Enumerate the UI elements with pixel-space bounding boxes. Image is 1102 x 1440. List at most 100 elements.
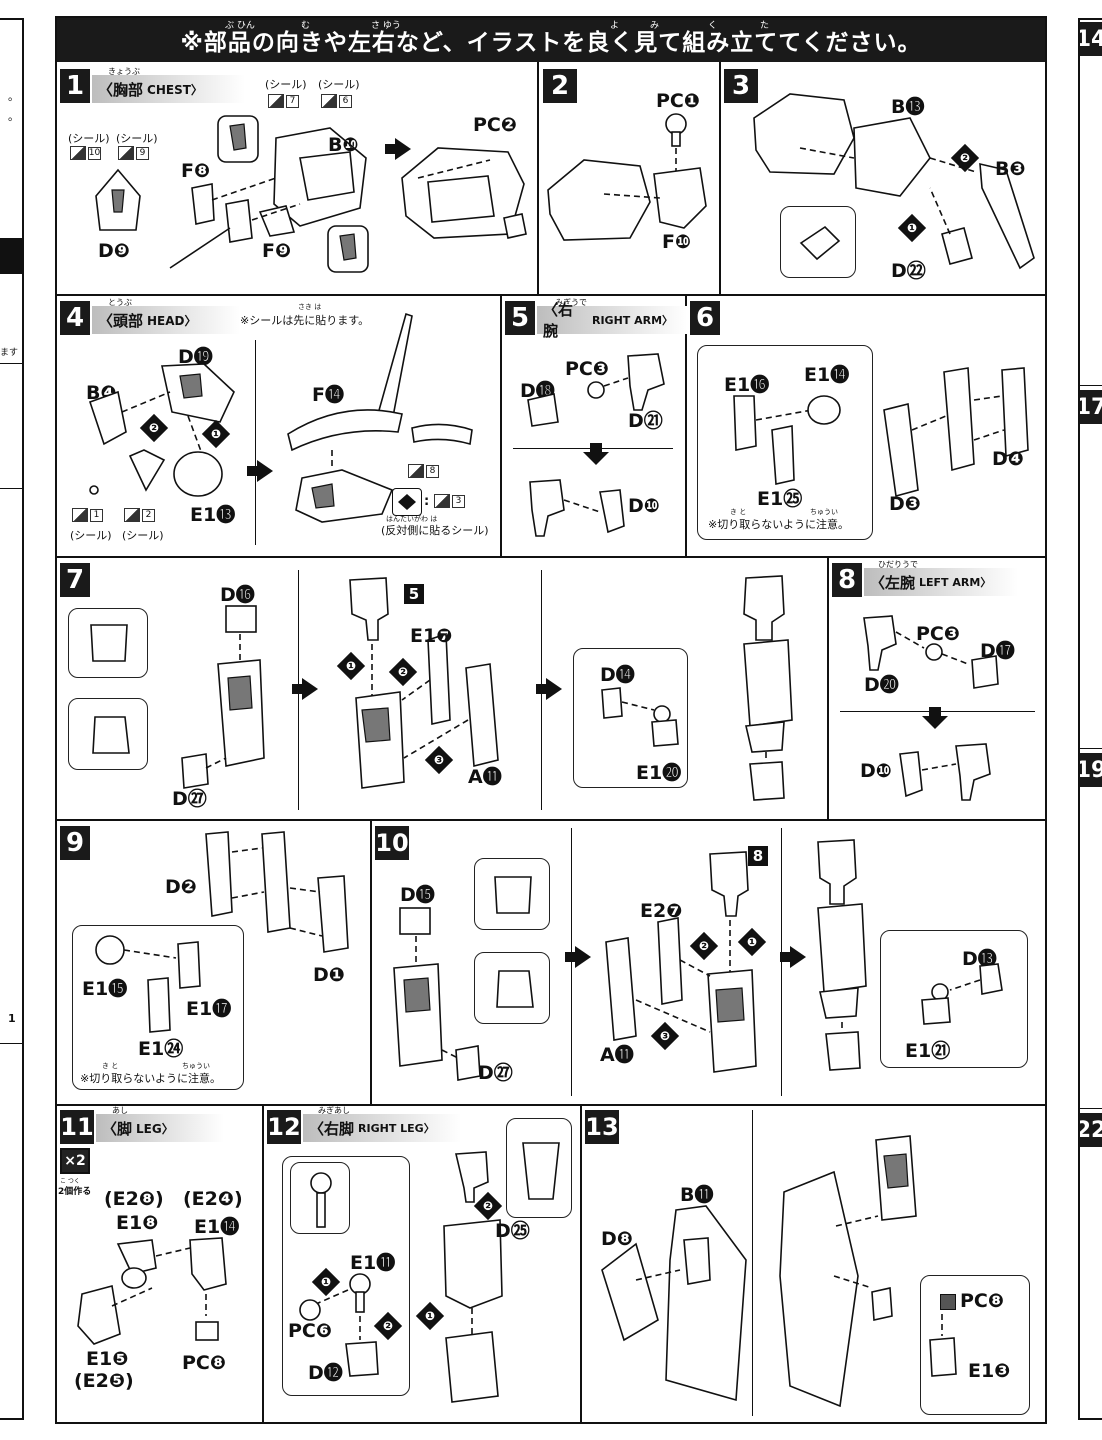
step-number: 12 (267, 1110, 301, 1144)
step-label-jp: 〈右腕 (543, 301, 574, 340)
part-label: D⓬ (308, 1362, 343, 1384)
detail-callout (68, 698, 148, 770)
part-label: E1㉕ (757, 488, 803, 510)
order-number: ❷ (382, 1319, 394, 1333)
col-divider (262, 1106, 264, 1422)
part-label: E1⓫ (350, 1252, 396, 1274)
arrow-right-icon (565, 946, 591, 968)
right-step-number: 17 (1080, 390, 1102, 424)
detail-callout (474, 952, 550, 1024)
detail-part-illustration (494, 876, 532, 914)
part-label: (E2❹) (183, 1188, 243, 1210)
sticker-icon (70, 146, 86, 160)
row-divider (57, 819, 1045, 821)
order-number: ❶ (424, 1309, 436, 1323)
sticker-number: 2 (142, 508, 155, 522)
order-marker: ❸ (650, 1021, 680, 1051)
step2-torso-illustration (547, 113, 707, 241)
step-label-ruby: みぎうで (555, 298, 587, 307)
step-label-jp: 〈左腕 (870, 573, 916, 592)
header-banner: ※部品の向きや左右など、イラストを良く見て組み立ててください。 (57, 18, 1045, 62)
sticker-icon (434, 494, 450, 508)
step-label-jp: 〈右脚 (309, 1119, 355, 1138)
part-label: E1㉔ (138, 1038, 184, 1060)
step-label-en: RIGHT ARM〉 (591, 314, 674, 327)
right-hand-parts-illustration (527, 353, 665, 427)
step-label-jp: 〈胸部 (98, 80, 144, 99)
sticker-label: (シール) (116, 132, 158, 145)
order-marker: ❶ (201, 419, 231, 449)
detail-callout (573, 648, 688, 788)
step-note: ※シールは先に貼ります。 (240, 314, 370, 327)
reverse-side-note: (反対側に貼るシール) (381, 524, 489, 537)
part-label: D❶ (313, 964, 345, 986)
mirror-icon (392, 488, 422, 516)
left-tab (0, 238, 22, 274)
col-divider (719, 62, 721, 294)
sticker-number: 10 (88, 146, 101, 160)
part-label: F❾ (262, 240, 292, 262)
order-number: ❷ (698, 939, 710, 953)
col-divider (580, 1106, 582, 1422)
part-label: A⓫ (600, 1044, 634, 1066)
step-label: 〈左腕 LEFT ARM〉 (864, 568, 1018, 596)
right-step-number: 14 (1080, 22, 1102, 56)
part-label: PC❽ (960, 1290, 1004, 1312)
step10-combine-illustration (605, 851, 757, 1073)
part-label: E1⓱ (186, 998, 232, 1020)
part-label: (E2❽) (104, 1188, 164, 1210)
detail-callout (780, 206, 856, 278)
part-label: D㉗ (478, 1062, 513, 1084)
order-number: ❸ (659, 1029, 671, 1043)
step-label-en: HEAD〉 (147, 313, 197, 328)
arrow-down-icon (922, 707, 948, 729)
order-number: ❷ (959, 151, 971, 165)
col-divider (537, 62, 539, 294)
step-number: 8 (832, 563, 862, 597)
sticker: 6 (321, 94, 352, 108)
right-divider (1080, 385, 1102, 386)
arrow-right-icon (385, 138, 411, 160)
step-label-jp: 〈脚 (102, 1119, 133, 1138)
col-divider (827, 558, 829, 819)
part-label: D❹ (992, 448, 1024, 470)
step7-full-arm-illustration (743, 575, 793, 801)
part-label: D㉗ (172, 788, 207, 810)
order-marker: ❷ (373, 1311, 403, 1341)
left-hand-assembled-illustration (899, 743, 991, 801)
sticker-number: 6 (339, 94, 352, 108)
sticker-icon (408, 464, 424, 478)
sticker-icon (72, 508, 88, 522)
part-label: E1㉑ (905, 1040, 951, 1062)
part-label: B❸ (995, 158, 1026, 180)
sticker-icon (321, 94, 337, 108)
step-number: 5 (505, 301, 535, 335)
step-label: 〈頭部 HEAD〉 (92, 306, 240, 334)
step13-detail-illustration (929, 1314, 957, 1377)
step-number: 7 (60, 563, 90, 597)
detail-callout (68, 608, 148, 678)
detail-part-illustration (799, 225, 841, 261)
header-ruby: さ ゆう (371, 21, 401, 31)
step9-arm-illustration (205, 831, 349, 953)
part-label: E1❼ (410, 625, 453, 647)
arrow-right-icon (292, 678, 318, 700)
detail-callout (290, 1162, 350, 1234)
left-margin-text: ます (0, 348, 19, 358)
right-step-number: 22 (1080, 1113, 1102, 1147)
col-divider (685, 296, 687, 556)
header-ruby: ぶ ひん (225, 21, 255, 31)
sub-divider (255, 340, 256, 545)
header-ruby: み (650, 21, 660, 31)
order-marker: ❶ (897, 213, 927, 243)
part-label: D㉑ (628, 410, 663, 432)
sub-divider (571, 828, 572, 1096)
step-label: 〈胸部 CHEST〉 (92, 75, 245, 103)
sticker-number: 1 (90, 508, 103, 522)
part-label: PC❻ (288, 1320, 332, 1342)
instruction-page-frame (55, 16, 1047, 1424)
sticker-label: (シール) (265, 78, 307, 91)
sticker-number: 3 (452, 494, 465, 508)
right-page-edge (1078, 18, 1102, 1420)
right-divider (1080, 1108, 1102, 1109)
